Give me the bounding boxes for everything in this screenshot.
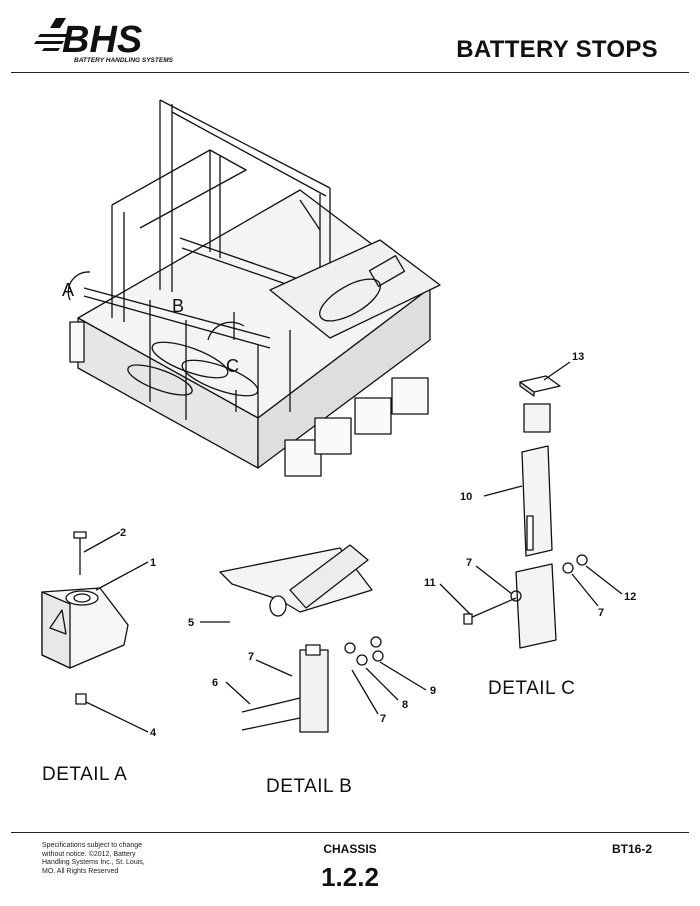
technical-drawing: A B C 2 1 4 [0, 80, 700, 825]
page-title: BATTERY STOPS [456, 36, 658, 63]
part-7-b-bottom: 7 [380, 713, 386, 725]
part-7-b-top: 7 [248, 651, 254, 663]
part-5: 5 [188, 617, 194, 629]
section-number: 1.2.2 [321, 862, 379, 892]
callout-a: A [62, 280, 74, 300]
part-10: 10 [460, 491, 472, 503]
part-9: 9 [430, 685, 436, 697]
callout-c: C [226, 356, 239, 376]
part-12: 12 [624, 591, 636, 603]
document-code: BT16-2 [611, 842, 652, 856]
logo-speed-lines [34, 18, 68, 51]
part-7-c-top: 7 [466, 557, 472, 569]
part-7-c-bottom: 7 [598, 607, 604, 619]
part-4: 4 [150, 727, 157, 739]
detail-b-label: DETAIL B [266, 776, 353, 797]
detail-c-label: DETAIL C [488, 678, 576, 699]
detail-b-drawing [200, 544, 427, 733]
detail-a-label: DETAIL A [42, 764, 128, 785]
callout-b: B [172, 296, 184, 316]
section-name: CHASSIS [323, 842, 377, 856]
main-assembly [67, 99, 441, 477]
part-6: 6 [212, 677, 218, 689]
part-11: 11 [424, 577, 436, 589]
detail-a-drawing [41, 531, 149, 733]
part-1: 1 [150, 557, 156, 569]
detail-c-drawing [439, 361, 623, 649]
footer-rule [11, 832, 689, 833]
header-rule [11, 72, 689, 73]
logo-tagline: BATTERY HANDLING SYSTEMS [74, 57, 174, 64]
part-8: 8 [402, 699, 408, 711]
bhs-logo: BHS BATTERY HANDLING SYSTEMS [34, 14, 214, 64]
part-13: 13 [572, 351, 584, 363]
part-2: 2 [120, 527, 126, 539]
copyright-note: Specifications subject to change without… [42, 842, 145, 875]
logo-wordmark: BHS [62, 19, 142, 61]
